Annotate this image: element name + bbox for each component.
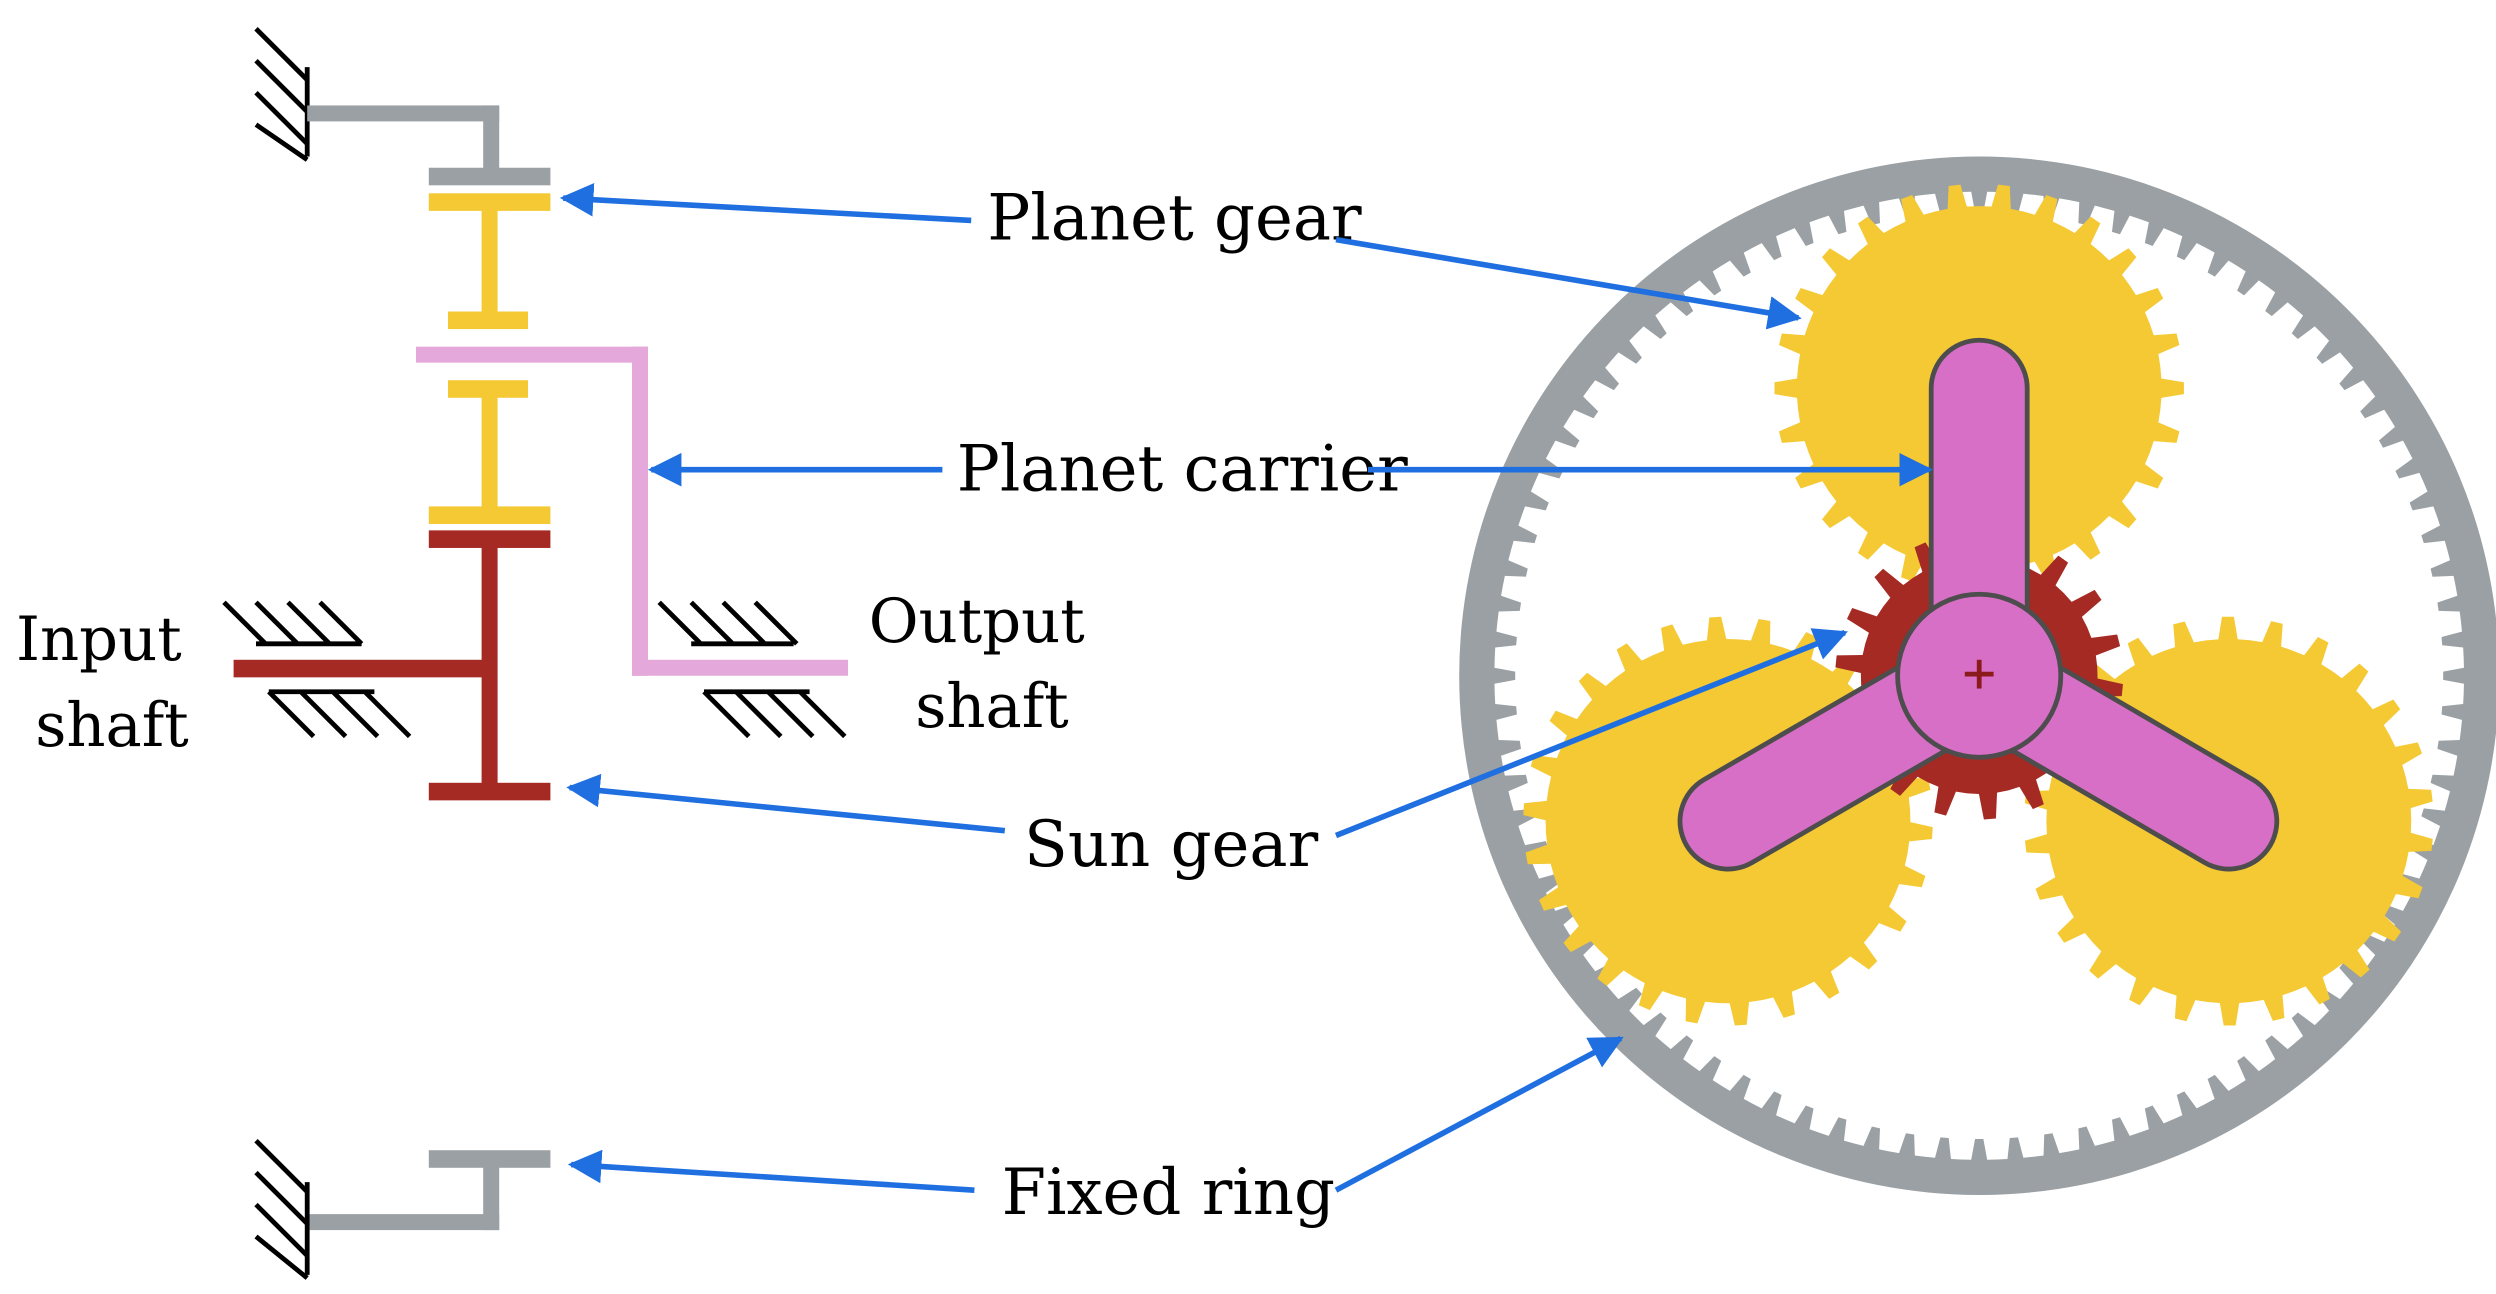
output-bearing-hatch-icon	[657, 600, 847, 739]
planet-carrier	[1677, 337, 2280, 872]
gear-view	[1459, 156, 2496, 1195]
sun-gear-label: Sun gear	[1024, 808, 1319, 882]
planet-gear-schematic-top	[428, 193, 551, 330]
planet-carrier-schematic	[416, 346, 848, 676]
input-shaft-label-line1: Input	[16, 605, 182, 675]
arrow-sun-gear-left	[566, 773, 1006, 834]
center-plus-icon	[1964, 659, 1994, 689]
schematic: Input shaft Output shaft	[16, 27, 1085, 1280]
arrow-sun-gear-right	[1334, 628, 1848, 839]
input-shaft-label-line2: shaft	[35, 691, 189, 761]
callouts: Planet gear Planet carrier Sun gear Fixe…	[559, 182, 1933, 1230]
output-shaft-label-line2: shaft	[915, 672, 1069, 742]
ground-hatch-top-icon	[254, 27, 310, 162]
arrow-planet-gear-left	[559, 183, 972, 224]
fixed-ring-label: Fixed ring	[1002, 1156, 1335, 1230]
arrow-planet-gear-right	[1335, 236, 1802, 330]
ring-bracket-top	[307, 105, 551, 186]
ground-hatch-bottom-icon	[254, 1138, 310, 1280]
arrow-fixed-ring-left	[567, 1149, 975, 1193]
planet-carrier-label: Planet carrier	[957, 432, 1408, 506]
ring-bracket-bottom	[307, 1150, 551, 1231]
input-bearing-hatch-icon	[222, 600, 412, 739]
planet-gear-label: Planet gear	[987, 182, 1362, 256]
sun-gear-schematic	[233, 530, 551, 801]
planet-gear-schematic-bottom	[428, 380, 551, 524]
arrow-fixed-ring-right	[1334, 1035, 1624, 1193]
output-shaft-label-line1: Output	[869, 587, 1085, 657]
